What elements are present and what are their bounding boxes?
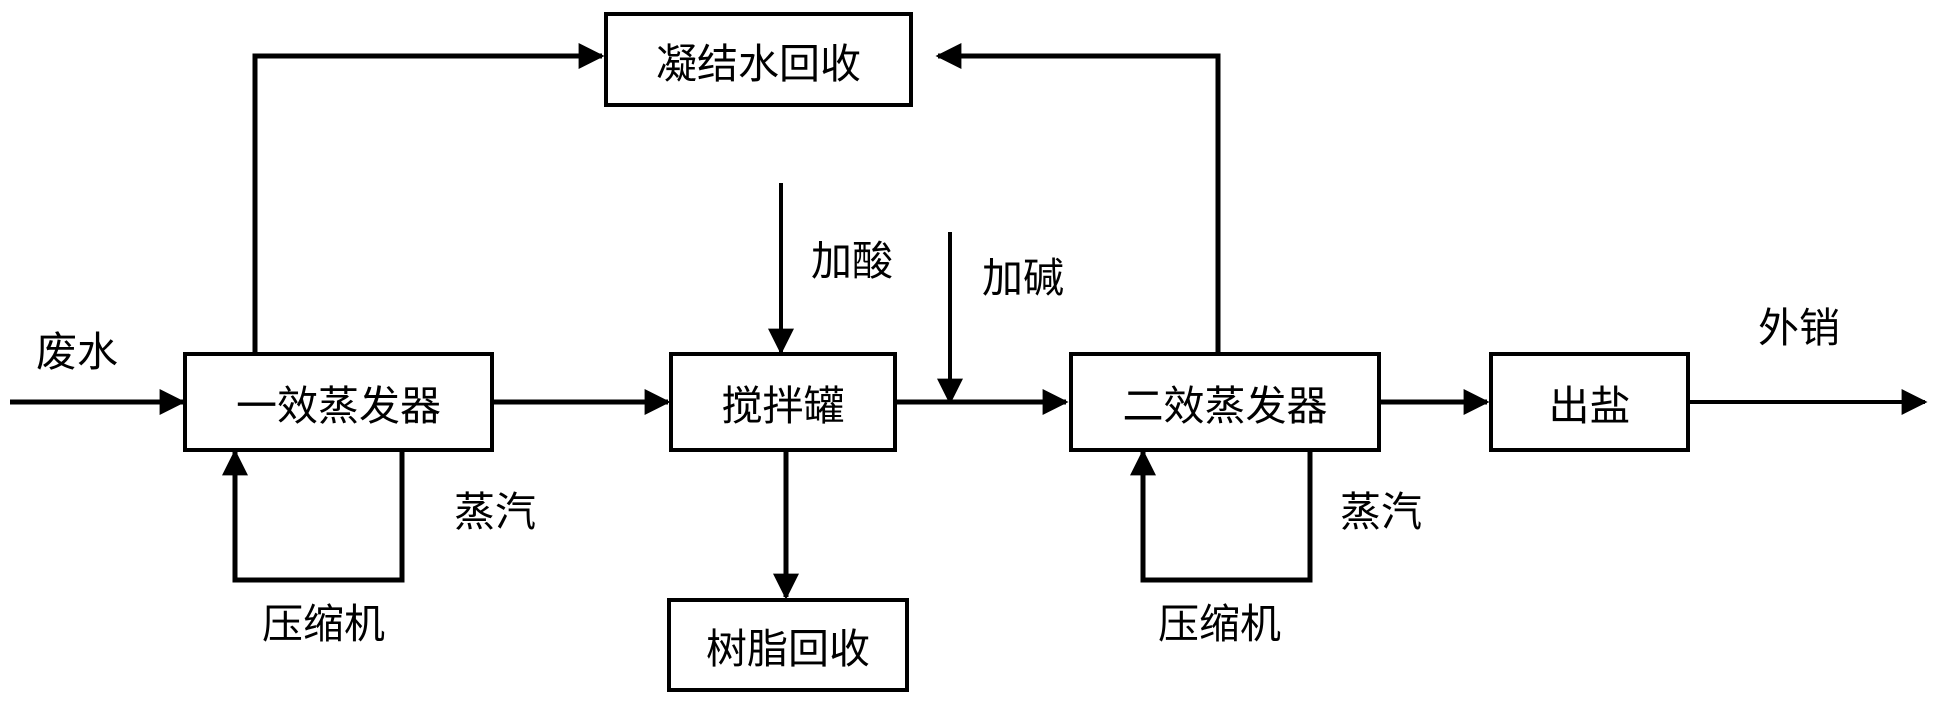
first-effect-to-condensate-arrow — [252, 43, 605, 352]
wastewater-label: 废水 — [36, 328, 118, 376]
external-sale-label: 外销 — [1758, 304, 1840, 352]
resin-recovery-box: 树脂回收 — [667, 598, 909, 692]
salt-output-box: 出盐 — [1489, 352, 1690, 452]
second-effect-evaporator-box: 二效蒸发器 — [1069, 352, 1381, 452]
steam-label-1: 蒸汽 — [454, 488, 536, 536]
add-alkali-label: 加碱 — [982, 254, 1064, 302]
add-acid-label: 加酸 — [811, 237, 893, 285]
compressor-loop-1 — [222, 449, 405, 583]
compressor-label-2: 压缩机 — [1158, 600, 1281, 648]
stirring-tank-box: 搅拌罐 — [669, 352, 897, 452]
first-effect-evaporator-box: 一效蒸发器 — [183, 352, 494, 452]
steam-label-2: 蒸汽 — [1340, 488, 1422, 536]
compressor-label-1: 压缩机 — [262, 600, 385, 648]
compressor-loop-2 — [1130, 449, 1313, 583]
second-effect-to-condensate-arrow — [935, 43, 1221, 352]
condensate-recovery-box: 凝结水回收 — [604, 12, 913, 107]
